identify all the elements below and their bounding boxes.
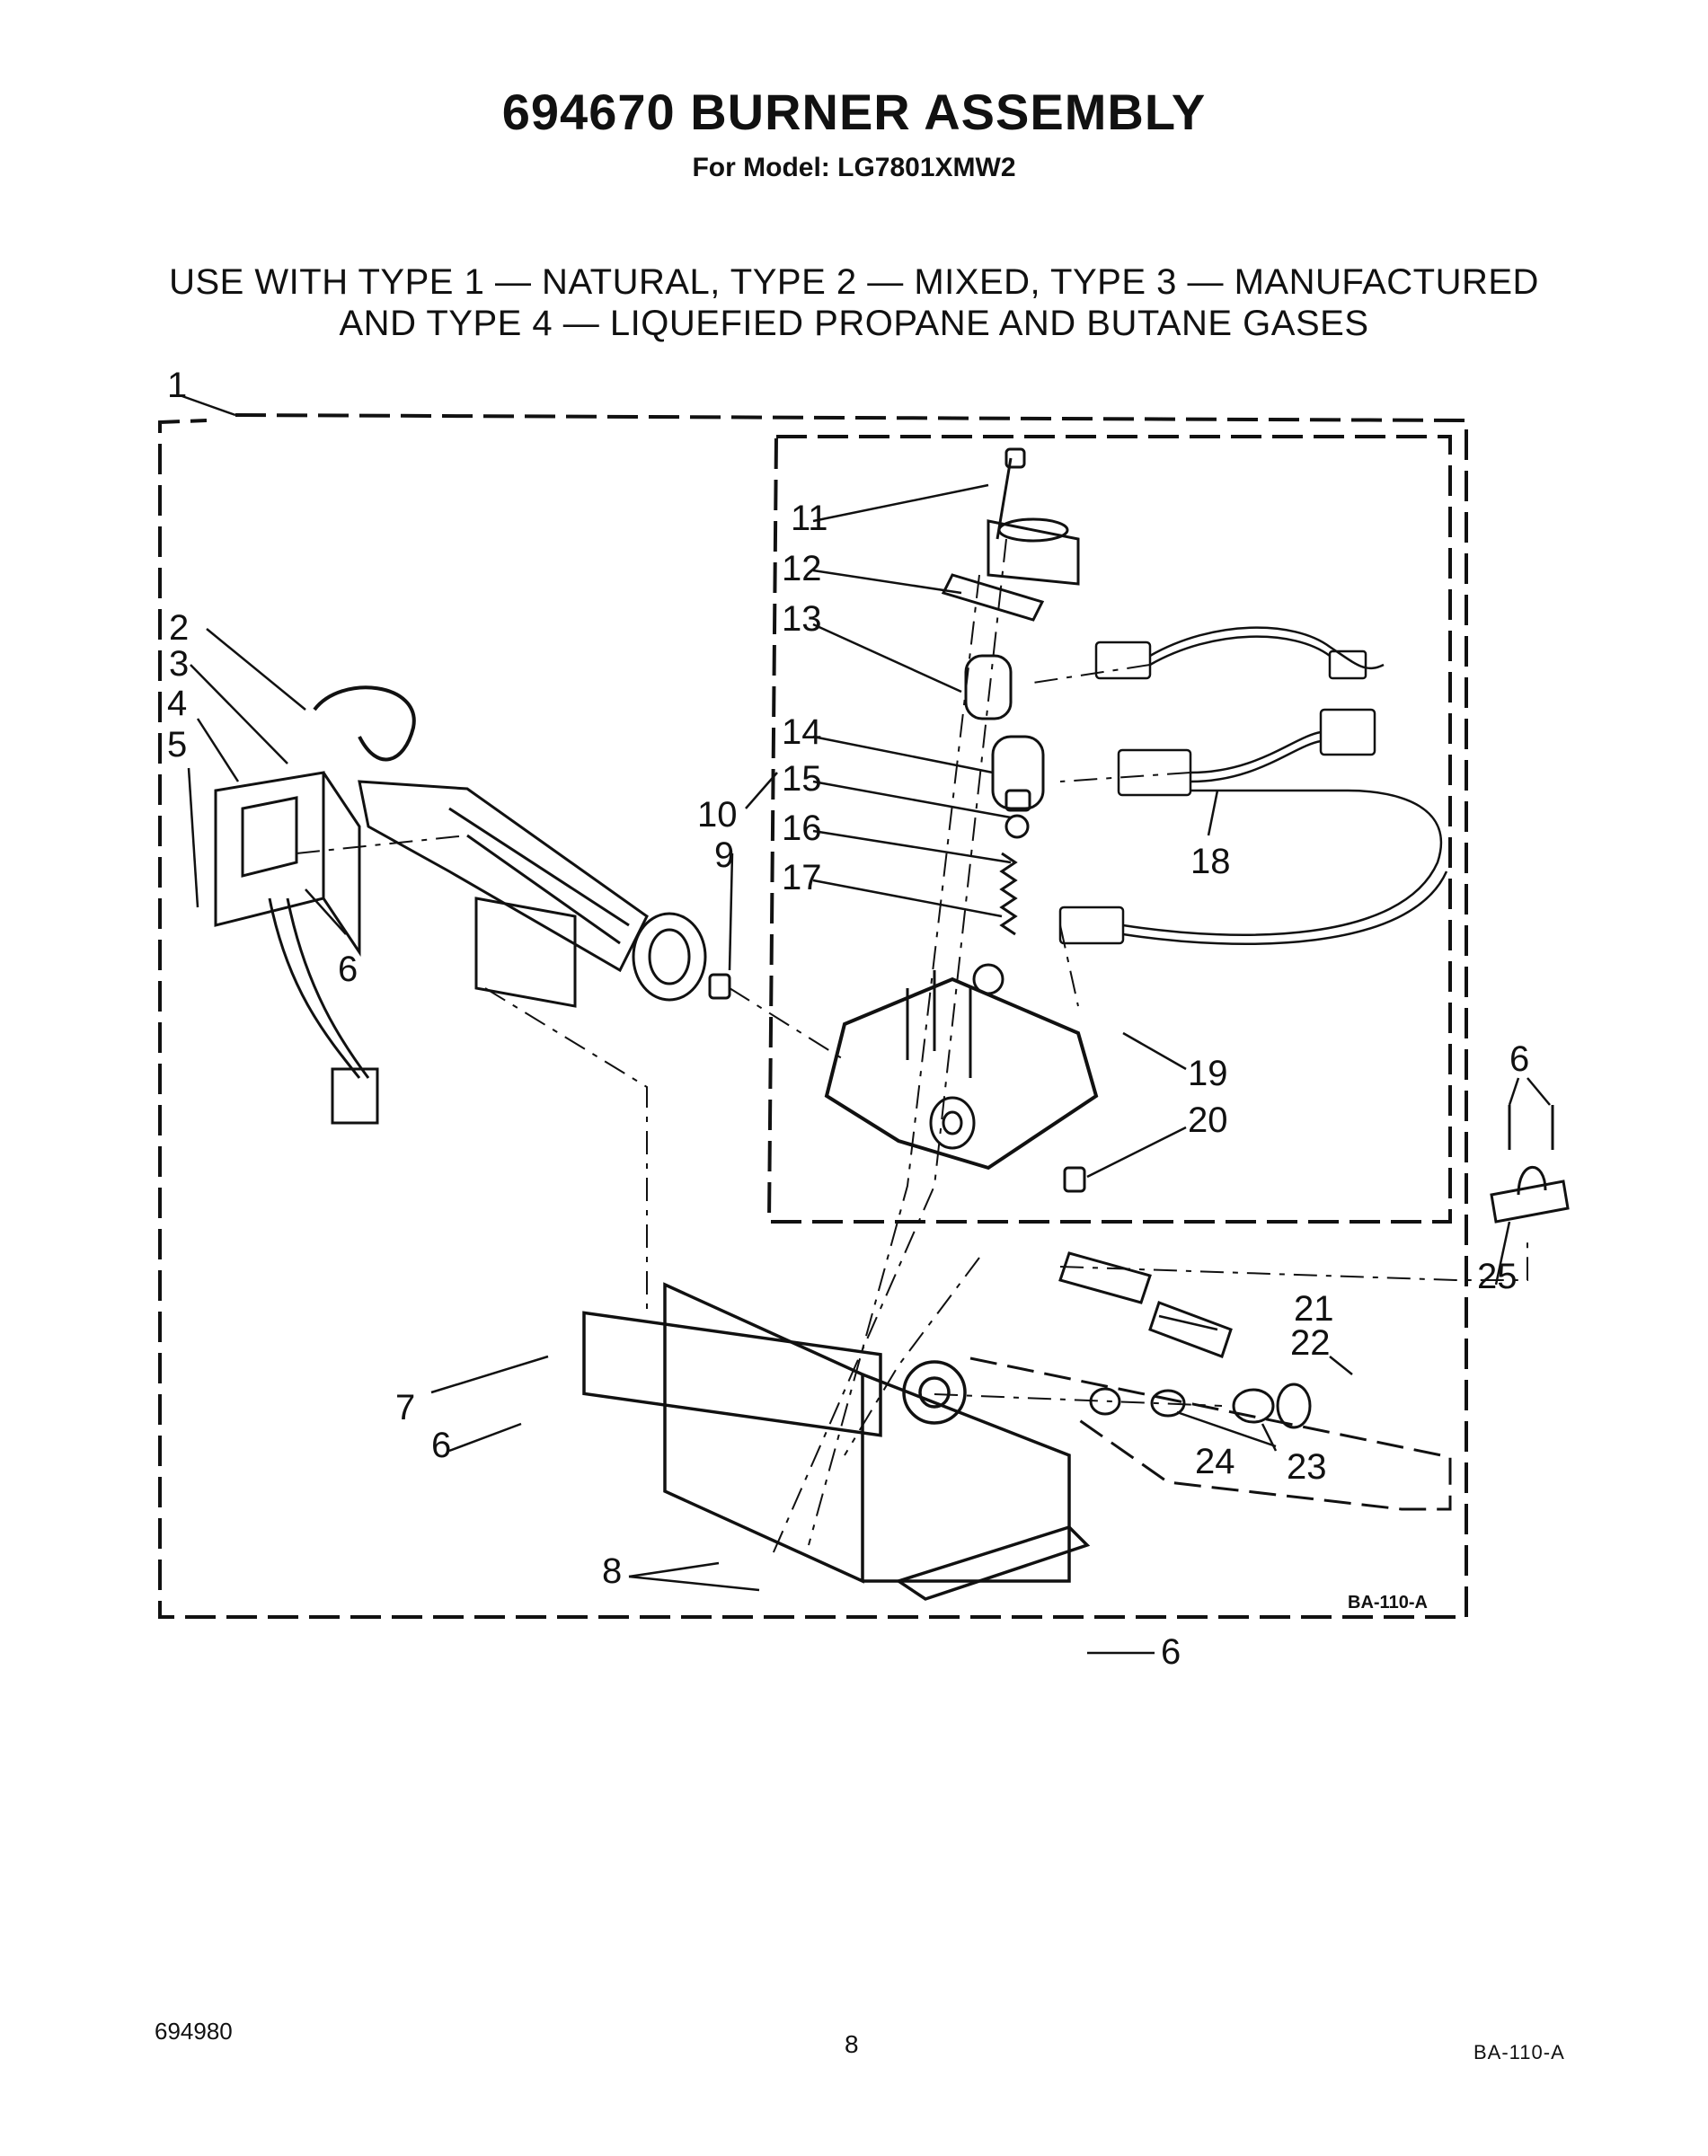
callout-16: 16 [782,808,822,848]
gas-type-usage-line-2: AND TYPE 4 — LIQUEFIED PROPANE AND BUTAN… [339,304,1369,343]
callout-19: 19 [1188,1054,1228,1093]
nut-9 [708,973,731,1000]
callout-22: 22 [1290,1323,1331,1363]
igniter-kit-boundary [969,1356,1452,1511]
callout-18: 18 [1190,842,1231,881]
footer-document-number: 694980 [155,2018,233,2045]
pipe-nipples [1058,1251,1233,1358]
burner-tube [313,685,707,1002]
page-title: 694670 BURNER ASSEMBLY [501,84,1207,140]
callout-20: 20 [1188,1100,1228,1140]
callout-25: 25 [1477,1257,1518,1296]
callout-9: 9 [714,835,734,875]
solenoid-coils [941,517,1080,810]
callout-3: 3 [169,644,189,684]
callout-21: 21 [1294,1289,1334,1329]
model-subtitle: For Model: LG7801XMW2 [692,153,1016,182]
pipe-clamp [1490,1105,1570,1224]
valve-kit-boundary [766,435,1452,1224]
callout-7: 7 [395,1388,415,1427]
callout-6-bottom: 6 [1161,1632,1181,1672]
callout-15: 15 [782,759,822,799]
callout-6-igniter: 6 [338,950,358,989]
spring-17 [999,852,1018,936]
assembly-boundary [158,413,1468,1619]
screw-11 [996,457,1013,540]
callout-12: 12 [782,549,822,588]
callout-24: 24 [1195,1442,1235,1481]
footer-page-number: 8 [845,2030,859,2058]
callout-13: 13 [782,599,822,639]
callout-17: 17 [782,858,822,897]
callout-14: 14 [782,712,822,752]
heat-shield [474,897,577,1008]
callout-8: 8 [602,1551,622,1591]
igniter-bracket [214,771,379,1125]
gas-type-usage-line-1: USE WITH TYPE 1 — NATURAL, TYPE 2 — MIXE… [169,262,1539,302]
callout-10: 10 [697,795,738,835]
manifold-bracket [582,1282,1091,1601]
callout-5: 5 [167,725,187,764]
callout-6-clamp: 6 [1509,1039,1529,1079]
bolt-20 [1063,1166,1086,1193]
callout-4: 4 [167,684,187,723]
callout-11: 11 [791,499,828,538]
callout-1: 1 [167,366,187,405]
callout-23: 23 [1287,1447,1327,1487]
footer-figure-code: BA-110-A [1473,2041,1565,2063]
wire-harness [1058,626,1448,945]
figure-code: BA-110-A [1348,1593,1428,1613]
callout-6-bracket: 6 [431,1426,451,1465]
callout-2: 2 [169,608,189,648]
gas-valve [824,963,1099,1171]
